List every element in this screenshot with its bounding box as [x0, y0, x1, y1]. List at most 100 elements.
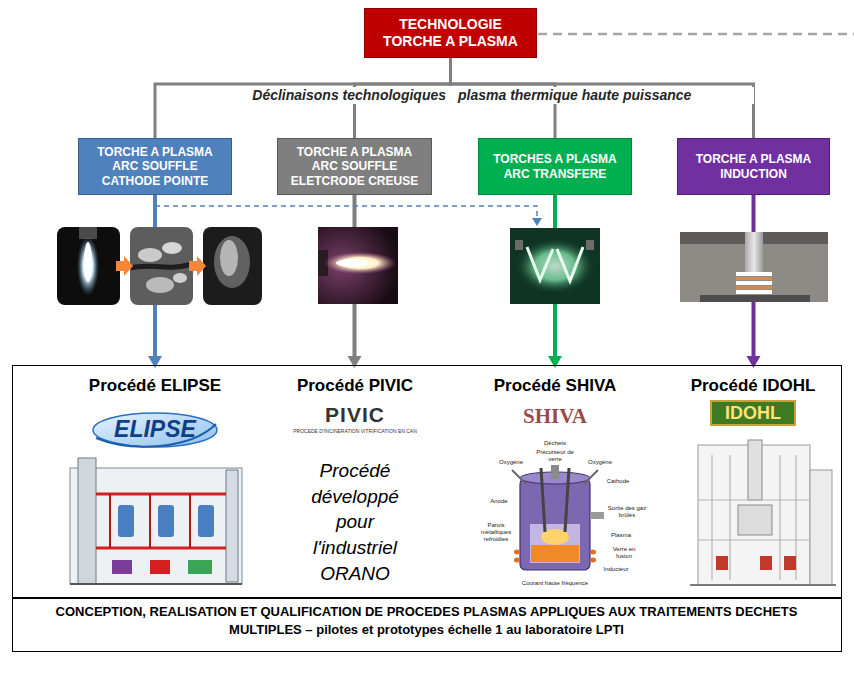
installation-render	[150, 560, 170, 574]
sequence-arrow	[116, 256, 133, 276]
dashed-continuation	[538, 33, 854, 36]
part-label: Courant haute fréquence	[520, 580, 590, 587]
plasma-photo	[203, 227, 262, 305]
installation-render	[188, 560, 212, 574]
installation-render	[738, 505, 772, 535]
process-name: Procédé SHIVA	[460, 375, 650, 396]
material-photo	[130, 227, 193, 305]
arc-photo	[515, 238, 595, 294]
logo-subtitle: PROCEDE D'INCINERATION VITRIFICATION EN …	[290, 428, 420, 434]
dashed-continuation	[538, 34, 854, 35]
arrow-head	[747, 356, 761, 368]
branch-label: plasma thermique haute puissance	[454, 87, 754, 104]
material-photo	[146, 277, 174, 293]
process-note: Procédé développé pour l'industriel ORAN…	[295, 458, 415, 586]
arc-photo	[510, 228, 600, 304]
furnace-drawing	[514, 558, 520, 563]
furnace-drawing	[512, 465, 604, 570]
furnace-drawing	[590, 550, 596, 555]
torch-box: TORCHE A PLASMA INDUCTION	[677, 138, 830, 195]
installation-render	[198, 505, 214, 537]
connector	[148, 195, 162, 368]
installation-render	[158, 505, 174, 537]
torch-photo	[318, 227, 398, 304]
dashed-link	[155, 206, 537, 218]
arc-photo	[586, 240, 594, 250]
connector-line	[155, 58, 451, 138]
torch-photo	[57, 227, 120, 305]
material-photo	[162, 242, 182, 254]
furnace-drawing	[512, 470, 526, 484]
part-label: Cathode	[603, 478, 633, 485]
induction-photo	[736, 272, 772, 276]
process-name: Procédé PIVIC	[275, 375, 435, 396]
part-label: Anode	[486, 498, 512, 505]
installation-render	[690, 440, 836, 585]
material-photo	[130, 227, 193, 305]
induction-photo	[700, 295, 810, 302]
material-photo	[173, 273, 187, 283]
connector	[548, 195, 562, 368]
induction-photo	[680, 232, 828, 302]
torch-box: TORCHES A PLASMA ARC TRANSFERE	[478, 138, 632, 195]
logo-text: SHIVA	[505, 404, 605, 429]
installation-render	[748, 440, 762, 500]
dashed-link	[532, 218, 542, 226]
induction-photo	[680, 232, 828, 244]
torch-photo	[318, 250, 328, 276]
logo-text: PIVIC	[305, 402, 405, 427]
frame-caption: CONCEPTION, REALISATION ET QUALIFICATION…	[33, 603, 820, 638]
installation-render	[716, 556, 728, 570]
arrow-head	[348, 356, 362, 368]
part-label: Inducteur	[598, 566, 634, 573]
torch-name: TORCHES A PLASMA ARC TRANSFERE	[488, 152, 622, 181]
furnace-drawing	[590, 558, 596, 563]
installation-render	[698, 500, 810, 540]
arrow-head	[548, 356, 562, 368]
dashed-link	[155, 206, 542, 226]
furnace-drawing	[530, 524, 580, 563]
torch-photo	[77, 236, 99, 296]
furnace-drawing	[584, 470, 598, 484]
installation-render	[70, 458, 242, 584]
installation-render	[690, 584, 836, 586]
installation-render	[118, 505, 134, 537]
process-name: Procédé IDOHL	[668, 375, 838, 396]
arrow-head	[148, 356, 162, 368]
furnace-drawing	[520, 472, 590, 484]
installation-render	[810, 470, 832, 585]
sequence-arrow	[116, 256, 206, 276]
torch-name: TORCHE A PLASMA ARC SOUFFLE ELETCRODE CR…	[287, 145, 422, 188]
induction-photo	[736, 277, 772, 280]
induction-photo	[736, 290, 772, 294]
plasma-photo	[203, 227, 262, 305]
plasma-photo	[220, 240, 238, 276]
induction-photo	[736, 281, 772, 285]
branch-label: Déclinaisons technologiques	[222, 87, 450, 104]
connector	[747, 195, 761, 368]
torch-box: TORCHE A PLASMA ARC SOUFFLE CATHODE POIN…	[78, 138, 232, 195]
furnace-drawing	[520, 478, 590, 570]
material-photo	[131, 264, 192, 268]
torch-photo	[318, 227, 398, 304]
furnace-drawing	[514, 550, 520, 555]
logo-shape	[93, 413, 217, 447]
torch-name: TORCHE A PLASMA INDUCTION	[687, 152, 820, 181]
torch-photo	[84, 242, 92, 282]
furnace-drawing	[590, 512, 604, 519]
arc-photo	[510, 228, 600, 304]
induction-photo	[680, 232, 828, 302]
part-label: Précurseur de verre	[535, 449, 575, 463]
process-column: Procédé PIVIC Procédé développé pour l'in…	[275, 368, 435, 593]
part-label: Plasma	[606, 532, 636, 539]
part-label: Oxygène	[496, 459, 526, 466]
torch-box: TORCHE A PLASMA ARC SOUFFLE ELETCRODE CR…	[277, 138, 432, 195]
arc-photo	[515, 240, 523, 250]
plasma-photo	[214, 236, 250, 288]
sequence-arrow	[189, 256, 206, 276]
installation-render	[110, 494, 190, 548]
connector	[451, 58, 754, 138]
furnace-drawing	[531, 545, 579, 562]
induction-photo	[736, 286, 772, 289]
induction-photo	[745, 232, 763, 272]
